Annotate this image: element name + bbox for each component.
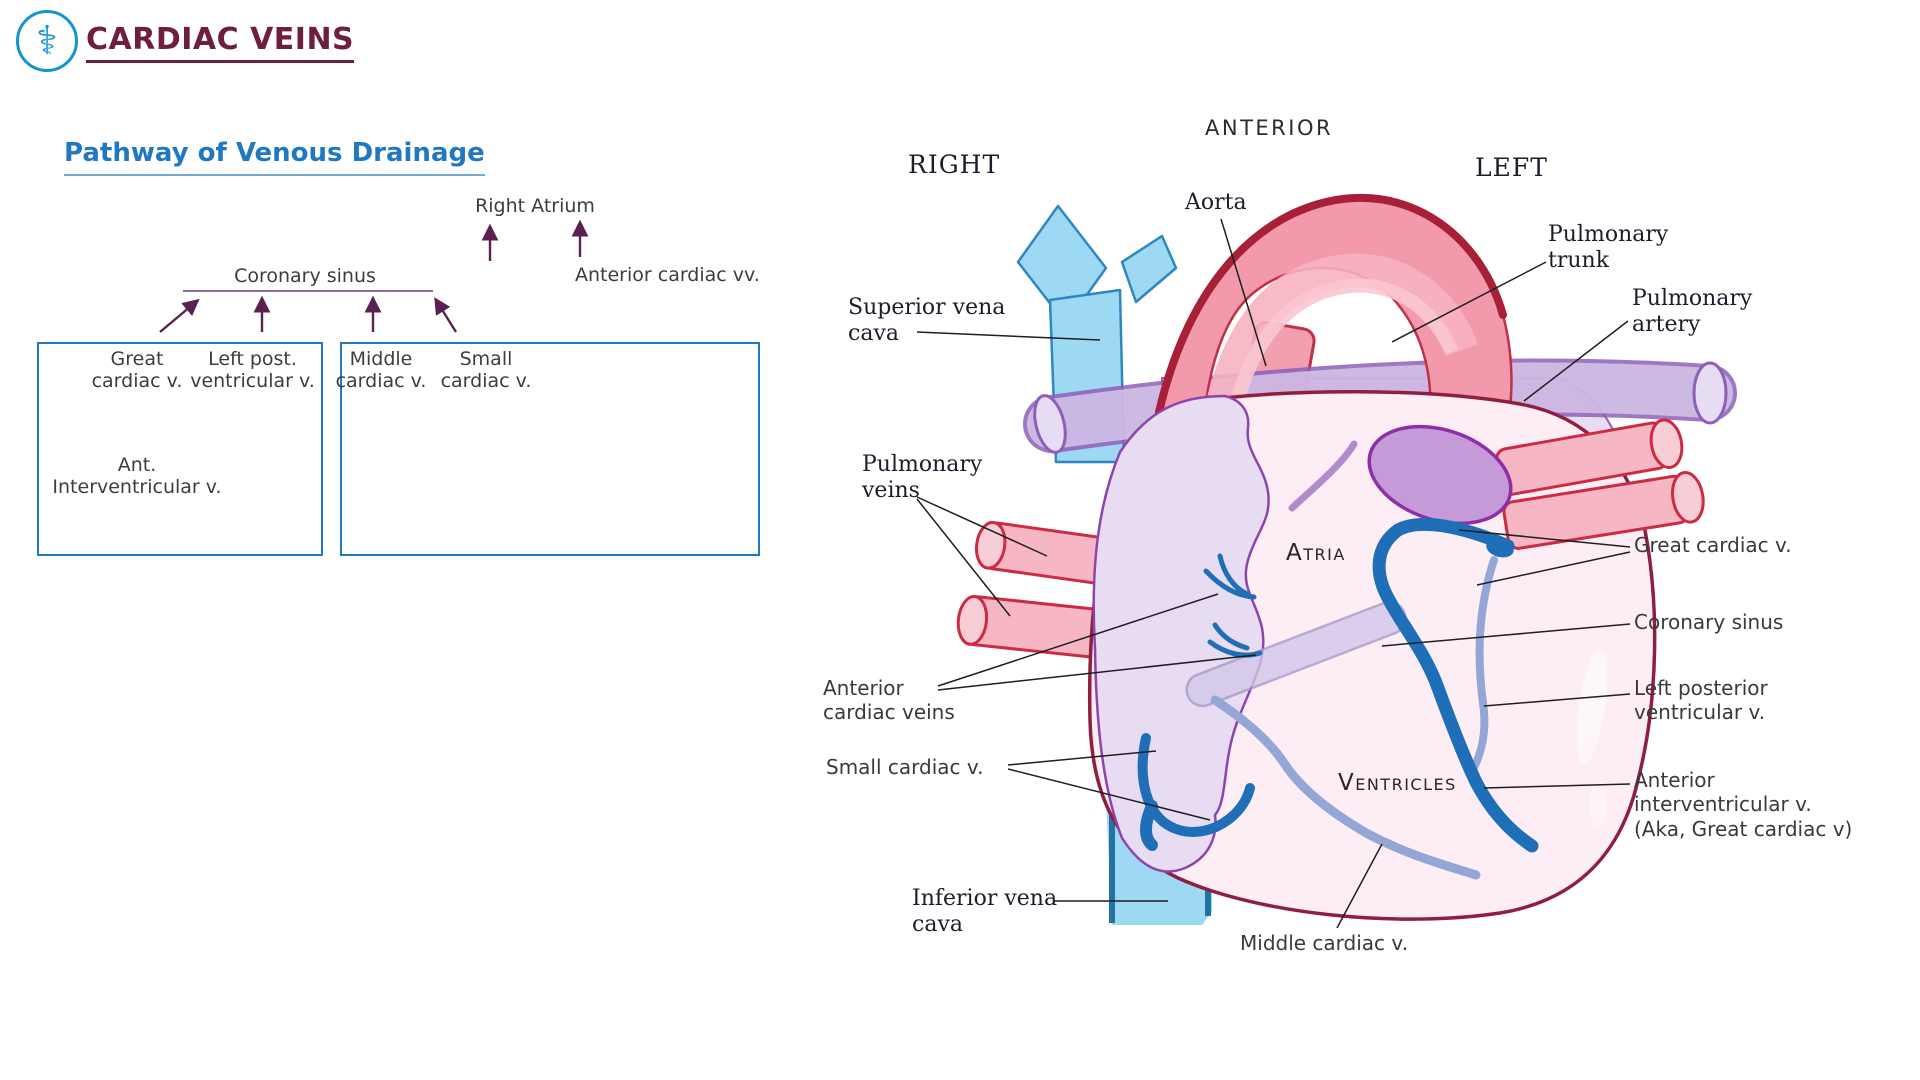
orientation-left: LEFT [1475,153,1548,182]
flowchart-box-left [37,342,323,556]
atria-border-arc [1288,440,1358,512]
small-cardiac-leader-2 [1007,768,1211,821]
label-ventricles: Ventricles [1338,770,1457,796]
small-cardiac-leader-1 [1007,750,1157,766]
great-cardiac-leader-1 [1458,529,1631,548]
label-pulmonary-trunk: Pulmonary trunk [1548,222,1669,274]
label-anterior-interventricular: Anterior interventricular v. (Aka, Great… [1634,768,1853,841]
label-left-posterior-ventricular: Left posterior ventricular v. [1634,676,1768,725]
svc-leader [916,331,1101,341]
node-left-post-ventricular: Left post. ventricular v. [190,348,315,393]
coronary-sinus-shape [1185,600,1407,708]
anterior-cardiac-veins-shape [1203,553,1263,658]
orientation-right: RIGHT [908,150,1001,179]
page-title: CARDIAC VEINS [86,22,355,63]
great-cardiac-vein-shape [1372,517,1539,853]
middle-cardiac-leader [1336,843,1383,929]
left-atrial-appendage-shape [1367,424,1513,526]
pulmonary-veins-leader-1 [916,496,1048,557]
node-right-atrium: Right Atrium [475,195,595,217]
caduceus-logo-icon: ⚕ [16,10,78,72]
anterior-interventricular-leader [1483,783,1631,789]
leader-lines [916,218,1631,929]
heart-sheen-small [1589,784,1607,828]
label-small-cardiac-v: Small cardiac v. [826,755,984,779]
label-aorta: Aorta [1185,190,1247,215]
middle-cardiac-vein-shape [1210,695,1481,880]
heart-sheen [1576,648,1608,764]
node-anterior-cardiac-vv: Anterior cardiac vv. [575,264,760,286]
node-coronary-sinus: Coronary sinus [234,265,376,287]
coronary-sinus-leader [1381,623,1631,647]
label-inferior-vena-cava: Inferior vena cava [912,886,1058,938]
node-small-cardiac: Small cardiac v. [440,348,532,393]
small-cardiac-vein-shape [1137,733,1255,851]
label-superior-vena-cava: Superior vena cava [848,295,1006,347]
node-ant-interventricular: Ant. Interventricular v. [52,454,222,499]
flowchart-box-right [340,342,760,556]
pulmonary-trunk-leader [1391,261,1547,343]
pulmonary-veins-left-shape [956,520,1138,661]
left-posterior-ventricular-vein-shape [1467,556,1498,777]
flowchart-heading: Pathway of Venous Drainage [64,138,485,176]
anterior-cardiac-veins-leader-2 [937,654,1257,691]
label-middle-cardiac-v: Middle cardiac v. [1240,931,1409,955]
label-pulmonary-veins: Pulmonary veins [862,452,983,504]
node-great-cardiac: Great cardiac v. [91,348,183,393]
label-anterior-cardiac-veins: Anterior cardiac veins [823,676,955,725]
pulmonary-veins-leader-2 [916,498,1011,617]
label-atria: Atria [1286,540,1346,566]
label-great-cardiac-v: Great cardiac v. [1634,533,1792,557]
heart-illustration [956,193,1737,925]
label-coronary-sinus: Coronary sinus [1634,610,1784,634]
left-posterior-leader [1483,693,1631,707]
node-middle-cardiac: Middle cardiac v. [335,348,427,393]
pulmonary-veins-right-shape [1495,418,1705,550]
anterior-cardiac-veins-leader-1 [937,593,1219,687]
great-cardiac-leader-2 [1476,551,1631,586]
aorta-leader [1220,218,1267,367]
orientation-anterior: ANTERIOR [1205,116,1334,140]
label-pulmonary-artery: Pulmonary artery [1632,286,1753,338]
pulmonary-artery-leader [1523,320,1629,402]
